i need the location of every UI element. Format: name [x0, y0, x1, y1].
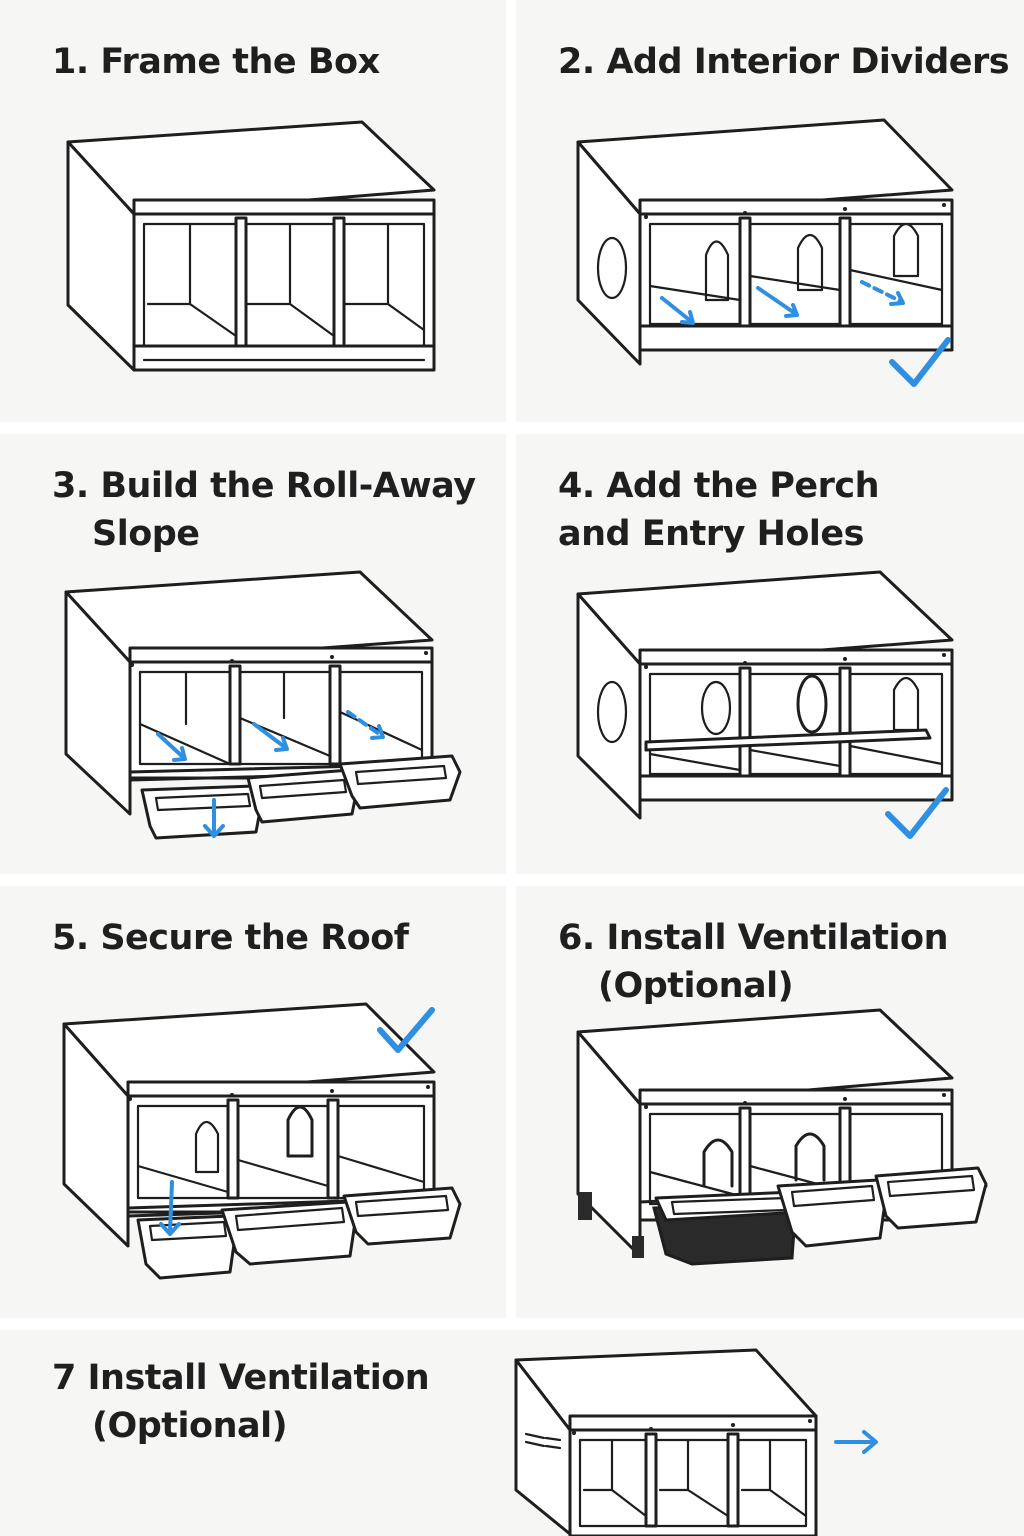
step-3-title: 3. Build the Roll-Away Slope [52, 462, 476, 558]
step-6-title: 6. Install Ventilation (Optional) [558, 914, 949, 1010]
ventilation-illustration [576, 1008, 988, 1266]
interior-dividers-illustration [576, 118, 954, 387]
checkmark-icon [885, 787, 949, 839]
step-1-panel: 1. Frame the Box [0, 0, 506, 422]
secure-roof-illustration [62, 1002, 462, 1280]
step-2-panel: 2. Add Interior Dividers [516, 0, 1024, 422]
arrow-icon [346, 710, 384, 738]
step-3-title-line-2: Slope [92, 514, 200, 554]
vent-slots-icon [524, 1432, 562, 1450]
arrow-icon [168, 1180, 174, 1234]
step-4-title: 4. Add the Perch and Entry Holes [558, 462, 880, 558]
step-3-title-line-1: 3. Build the Roll-Away [52, 466, 476, 506]
arrow-icon [860, 280, 904, 304]
step-2-title-line-1: 2. Add Interior Dividers [558, 42, 1010, 82]
step-6-title-line-1: 6. Install Ventilation [558, 918, 949, 958]
nesting-box-frame-illustration [66, 120, 436, 372]
step-5-title: 5. Secure the Roof [52, 914, 409, 962]
roll-away-slope-illustration [64, 570, 462, 840]
step-4-panel: 4. Add the Perch and Entry Holes [516, 434, 1024, 874]
checkmark-icon [377, 1007, 435, 1053]
step-6-panel: 6. Install Ventilation (Optional) [516, 886, 1024, 1318]
perch-entry-holes-illustration [576, 570, 954, 839]
step-5-panel: 5. Secure the Roof [0, 886, 506, 1318]
step-7-title-line-2: (Optional) [92, 1406, 288, 1446]
step-1-title: 1. Frame the Box [52, 38, 380, 86]
checkmark-icon [889, 337, 951, 387]
step-5-title-line-1: 5. Secure the Roof [52, 918, 409, 958]
arrow-icon [252, 722, 288, 750]
step-7-title: 7 Install Ventilation (Optional) [52, 1354, 430, 1450]
step-3-panel: 3. Build the Roll-Away Slope [0, 434, 506, 874]
step-4-title-line-2: and Entry Holes [558, 514, 865, 554]
arrow-icon [660, 296, 694, 324]
arrow-icon [756, 286, 798, 316]
step-4-title-line-1: 4. Add the Perch [558, 466, 880, 506]
arrow-icon [156, 732, 186, 760]
step-2-title: 2. Add Interior Dividers [558, 38, 1010, 86]
step-7-panel: 7 Install Ventilation (Optional) [0, 1330, 1024, 1536]
ventilation-final-illustration [514, 1348, 878, 1536]
step-1-title-line-1: 1. Frame the Box [52, 42, 380, 82]
step-7-title-line-1: 7 Install Ventilation [52, 1358, 430, 1398]
step-6-title-line-2: (Optional) [598, 966, 794, 1006]
